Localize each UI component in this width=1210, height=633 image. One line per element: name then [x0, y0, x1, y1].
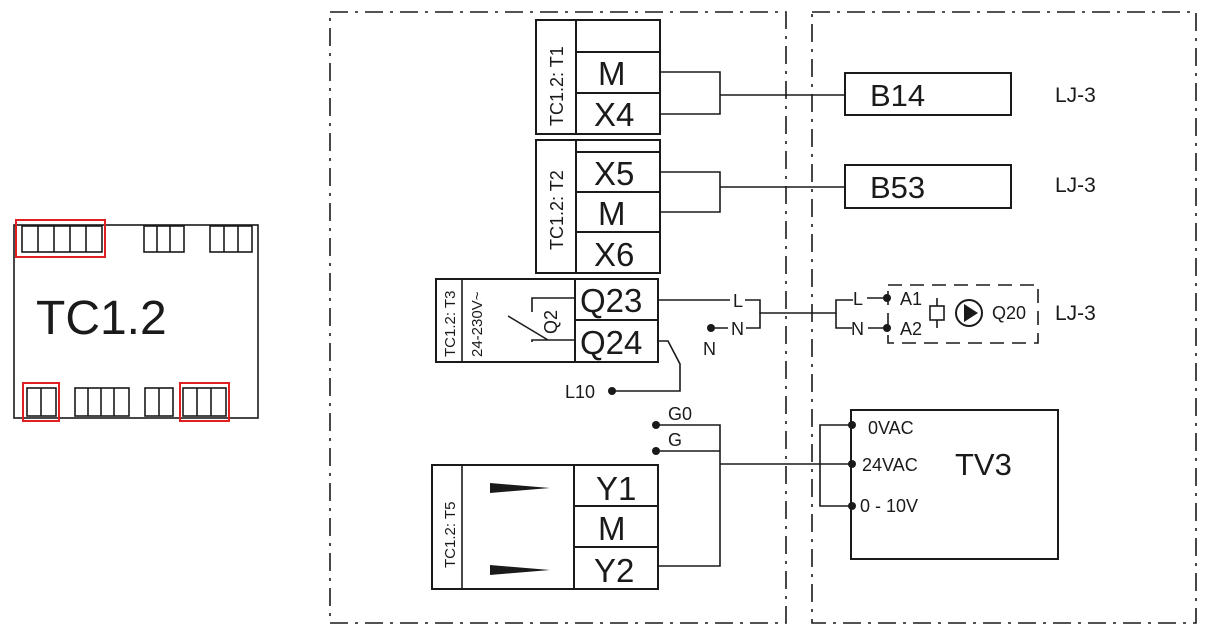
- module-t1-tag: TC1.2: T1: [547, 46, 567, 126]
- module-t3-tag: TC1.2: T3: [442, 291, 459, 357]
- terminal-q24: Q24: [580, 324, 642, 361]
- valve-terminal-24vac: 24VAC: [862, 455, 918, 475]
- module-t5: TC1.2: T5 Y1 M Y2: [431, 464, 659, 590]
- controller-name: TC1.2: [36, 292, 167, 345]
- terminal-y1: Y1: [596, 470, 636, 507]
- pump-supply-n: N: [851, 319, 864, 339]
- highlight-t3: [22, 382, 60, 422]
- pump-ref: LJ-3: [1055, 302, 1096, 325]
- terminal-q23: Q23: [580, 282, 642, 319]
- pump-q20: L N A1 A2 Q20 LJ-3: [851, 284, 1096, 344]
- sensor-b14-ref: LJ-3: [1055, 84, 1096, 107]
- net-label-g: G: [668, 430, 682, 450]
- pump-coil-a1: A1: [900, 289, 922, 309]
- pump-icon: [955, 299, 983, 327]
- sensor-b14: B14 LJ-3: [844, 72, 1096, 116]
- controller-body: [13, 224, 259, 419]
- top-connectors: [21, 225, 253, 253]
- net-label-n-ground: N: [703, 339, 716, 359]
- terminal-y2: Y2: [594, 552, 634, 589]
- pump-enclosure: [887, 284, 1039, 344]
- module-t2: TC1.2: T2 X5 M X6: [535, 139, 661, 274]
- valve-name: TV3: [955, 447, 1012, 482]
- valve-wiring: G0 G: [652, 404, 852, 567]
- module-t3-voltage: 24-230V~: [469, 291, 486, 357]
- valve-terminal-0vac: 0VAC: [868, 418, 914, 438]
- module-t2-tag: TC1.2: T2: [547, 170, 567, 250]
- valve-terminal-0-10v: 0 - 10V: [860, 496, 918, 516]
- net-label-n: N: [731, 319, 744, 339]
- highlight-t1-t2: [15, 219, 106, 258]
- net-label-g0: G0: [668, 404, 692, 424]
- terminal-m: M: [598, 55, 626, 92]
- panel-borders: [329, 11, 1197, 624]
- module-t1: TC1.2: T1 M X4: [535, 19, 661, 135]
- net-label-l: L: [733, 291, 743, 311]
- module-t5-tag: TC1.2: T5: [442, 502, 459, 568]
- net-label-l10: L10: [565, 382, 595, 402]
- pump-supply-l: L: [853, 289, 863, 309]
- valve-tv3: 0VAC 24VAC 0 - 10V TV3: [848, 409, 1059, 560]
- sensor-b14-name: B14: [870, 78, 925, 113]
- terminal-x6: X6: [594, 236, 634, 273]
- sensor-wiring: [660, 71, 845, 213]
- module-t3: TC1.2: T3 24-230V~ Q2 Q23 Q24: [435, 278, 659, 363]
- controller-overview: TC1.2: [13, 219, 259, 422]
- terminal-x5: X5: [594, 155, 634, 192]
- bottom-connectors: [26, 387, 227, 417]
- sensor-b53-name: B53: [870, 170, 925, 205]
- relay-label: Q2: [541, 310, 561, 334]
- sensor-b53-ref: LJ-3: [1055, 174, 1096, 197]
- pump-wiring: L N N L10: [565, 291, 853, 402]
- highlight-t5: [179, 382, 230, 422]
- output-arrow-1: [490, 483, 550, 493]
- relay-contact: [507, 297, 575, 342]
- terminal-m: M: [598, 195, 626, 232]
- output-arrow-2: [490, 565, 550, 575]
- pump-name: Q20: [992, 303, 1026, 323]
- cabinet-border: [329, 11, 787, 624]
- terminal-m: M: [598, 510, 626, 547]
- sensor-b53: B53 LJ-3: [844, 164, 1096, 209]
- field-border: [811, 11, 1197, 624]
- pump-coil-a2: A2: [900, 319, 922, 339]
- relay-coil-icon: [929, 305, 945, 321]
- terminal-x4: X4: [594, 96, 634, 133]
